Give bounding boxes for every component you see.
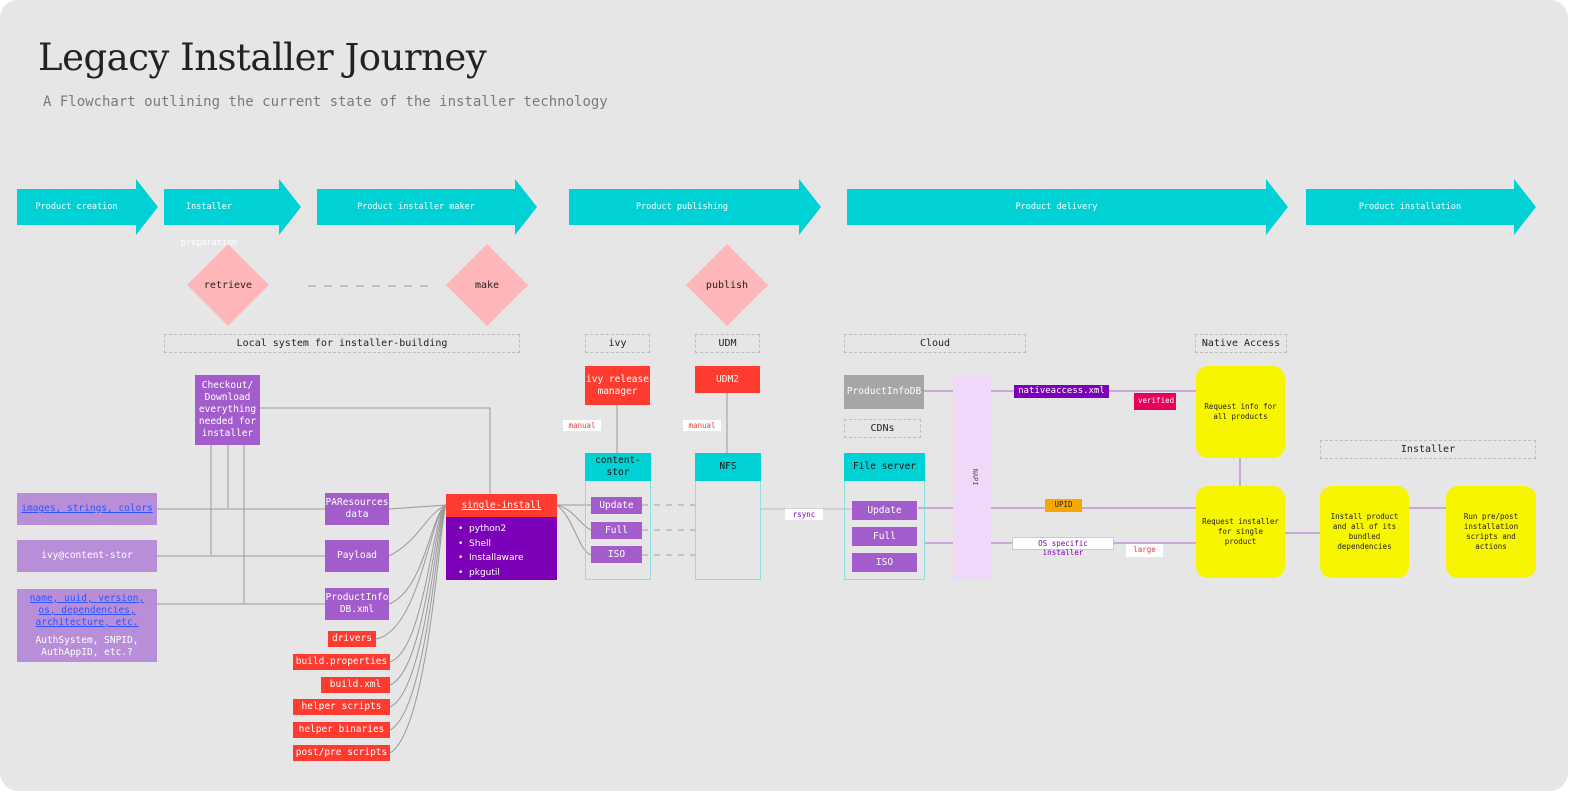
install-product-box: Install product and all of its bundled d… [1320,486,1409,578]
input-ivy-content-stor: ivy@content-stor [17,540,157,572]
content-stor-update: Update [591,497,642,514]
run-scripts-box: Run pre/post installation scripts and ac… [1446,486,1536,578]
request-info-box: Request info for all products [1196,366,1285,458]
manual-tag-udm: manual [683,420,721,431]
file-build-xml: build.xml [321,677,390,693]
content-stor-full: Full [591,522,642,539]
page-title: Legacy Installer Journey [38,36,487,79]
file-helper-binaries: helper binaries [293,722,390,738]
single-install-link[interactable]: single-install [461,499,542,511]
file-server-header: File server [844,453,925,481]
content-stor-iso: ISO [591,546,642,563]
input-product-metadata: name, uuid, version, os, dependencies, a… [17,589,157,662]
file-drivers: drivers [328,631,376,647]
diamond-make-label: make [474,280,500,291]
payload-box: Payload [325,540,389,572]
stage-product-installer-maker: Product installer maker [317,179,539,235]
productinfo-db-xml-box: ProductInfo DB.xml [325,588,389,620]
request-installer-box: Request installer for single product [1196,486,1285,578]
section-cdns: CDNs [844,419,921,438]
manual-tag-ivy: manual [563,420,601,431]
stage-product-publishing: Product publishing [569,179,823,235]
canvas: Legacy Installer Journey A Flowchart out… [0,0,1568,791]
single-install-tools: • python2 • Shell • Installaware • pkgut… [446,517,557,580]
stage-product-creation: Product creation [17,179,158,235]
diamond-publish-label: publish [705,280,749,291]
nativeaccess-xml-tag: nativeaccess.xml [1014,385,1109,398]
rsync-tag: rsync [785,509,823,520]
metadata-extra-text: AuthSystem, SNPID, AuthAppID, etc.? [35,634,139,658]
paresources-data-box: PAResources data [325,493,389,525]
single-install-header[interactable]: single-install [446,494,557,517]
section-native-access: Native Access [1195,334,1287,353]
images-strings-colors-link[interactable]: images, strings, colors [21,503,153,514]
tool-item: • Installaware [458,553,524,563]
file-server-iso: ISO [852,553,917,572]
napi-label: NAPI [971,468,979,486]
input-images-strings-colors[interactable]: images, strings, colors [17,493,157,525]
stage-installer-preparation: Installer preparation [164,179,301,248]
metadata-link[interactable]: name, uuid, version, os, dependencies, a… [29,592,145,628]
file-build-properties: build.properties [293,654,390,670]
verified-tag: verified [1134,393,1176,410]
productinfodb-box: ProductInfoDB [844,375,924,409]
ivy-release-manager-box: ivy release manager [585,366,650,405]
page-subtitle: A Flowchart outlining the current state … [43,94,608,110]
file-server-full: Full [852,527,917,546]
file-post-pre-scripts: post/pre scripts [293,745,390,761]
os-specific-installer-tag: OS specific installer [1012,537,1114,557]
file-helper-scripts: helper scripts [293,699,390,715]
file-server-update: Update [852,501,917,520]
napi-column [953,375,991,580]
content-stor-header: content-stor [585,453,651,481]
checkout-to-single-install [260,407,491,495]
upid-tag: UPID [1045,499,1082,512]
section-installer: Installer [1320,440,1536,459]
stage-product-installation: Product installation [1306,179,1536,235]
section-cloud: Cloud [844,334,1026,353]
single-install-tool-list: • python2 • Shell • Installaware • pkgut… [458,522,524,580]
section-local-system: Local system for installer-building [164,334,520,353]
stage-product-delivery: Product delivery [847,179,1292,235]
tool-item: • python2 [458,524,507,534]
checkout-download-box: Checkout/ Download everything needed for… [195,375,260,445]
tool-item: • pkgutil [458,567,500,578]
nfs-header: NFS [695,453,761,481]
tool-item: • Shell [458,538,491,549]
section-ivy: ivy [585,334,650,353]
udm2-box: UDM2 [695,366,760,393]
large-tag: large [1126,544,1163,557]
diamond-retrieve-label: retrieve [203,280,253,291]
section-udm: UDM [695,334,760,353]
